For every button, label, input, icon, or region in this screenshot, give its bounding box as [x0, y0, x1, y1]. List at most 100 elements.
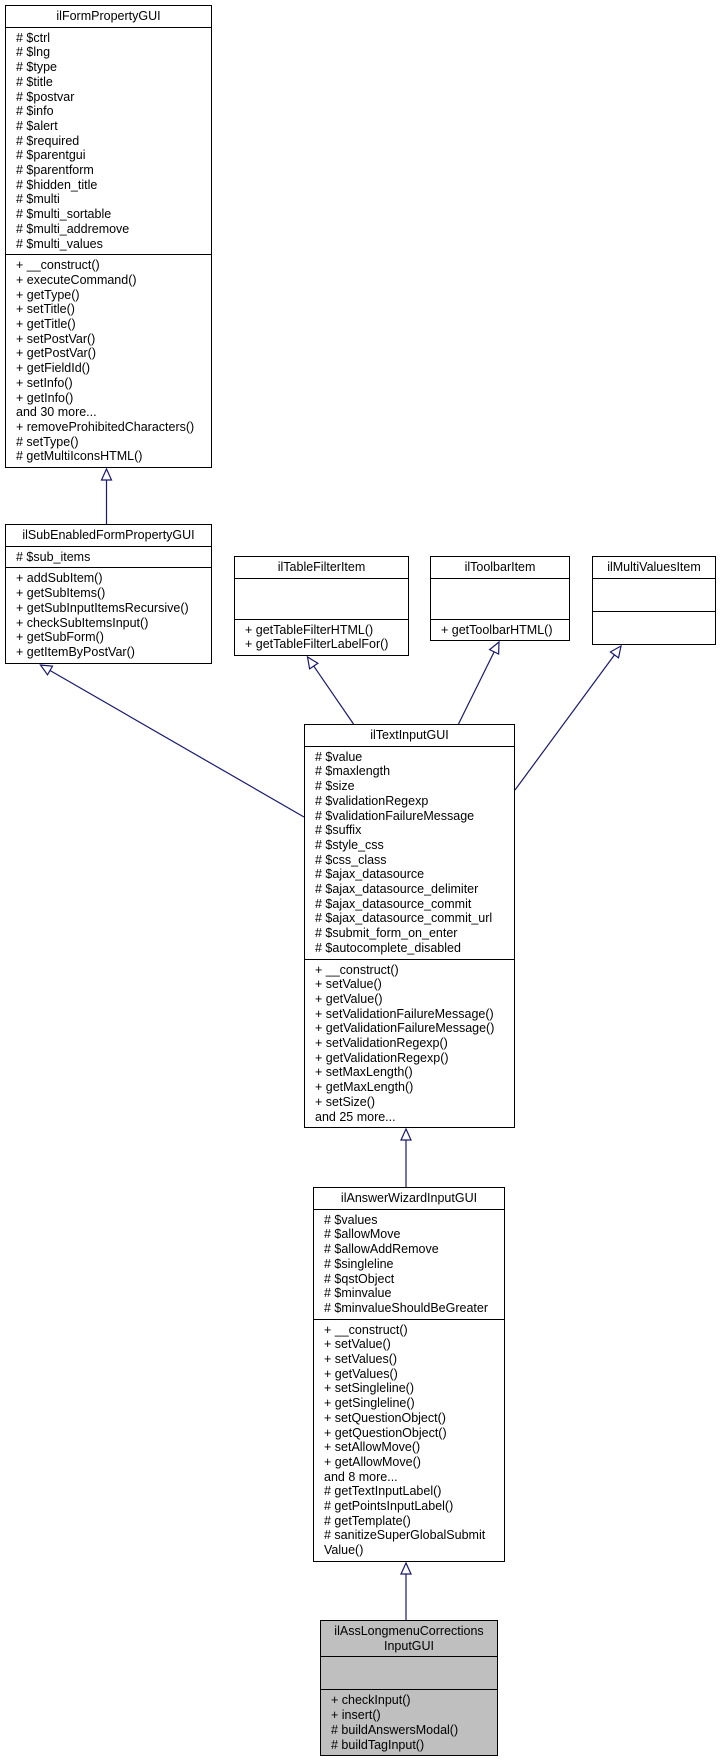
member-line: + checkSubItemsInput() [16, 615, 149, 630]
member-line: # $maxlength [315, 764, 391, 779]
member-line: + setValue() [324, 1337, 391, 1352]
member-line: + getFieldId() [16, 361, 90, 376]
member-line: + setQuestionObject() [324, 1410, 446, 1425]
class-box-ilFormPropertyGUI[interactable]: ilFormPropertyGUI # $ctrl# $lng# $type# … [5, 5, 212, 469]
member-line: + getAllowMove() [324, 1454, 421, 1469]
methods-section: + checkInput()+ insert()# buildAnswersMo… [321, 1690, 497, 1755]
attributes-section: # $value# $maxlength# $size# $validation… [305, 747, 514, 960]
member-line: # $ajax_datasource [315, 867, 425, 882]
attributes-section: # $ctrl# $lng# $type# $title# $postvar# … [6, 28, 211, 256]
member-line: + getInfo() [16, 390, 74, 405]
class-title: ilFormPropertyGUI [6, 6, 211, 28]
member-line: + setValidationFailureMessage() [315, 1006, 494, 1021]
inheritance-arrowhead [400, 1127, 412, 1141]
member-line: + getValues() [324, 1366, 398, 1381]
member-line: # getMultiIconsHTML() [16, 449, 143, 464]
member-line: Value() [324, 1543, 364, 1558]
member-line: # buildAnswersModal() [331, 1722, 459, 1737]
member-line: + setPostVar() [16, 331, 96, 346]
class-box-ilTextInputGUI[interactable]: ilTextInputGUI # $value# $maxlength# $si… [304, 724, 515, 1129]
member-line: + getSubItems() [16, 586, 106, 601]
member-line: # $style_css [315, 837, 384, 852]
member-line: + getSingleline() [324, 1396, 415, 1411]
member-line: # sanitizeSuperGlobalSubmit [324, 1528, 486, 1543]
member-line: + getTableFilterLabelFor() [245, 637, 389, 652]
member-line: + insert() [331, 1708, 381, 1723]
inheritance-arrowhead [306, 655, 319, 670]
class-title: ilSubEnabledFormPropertyGUI [6, 525, 211, 547]
member-line: # $parentform [16, 163, 94, 178]
member-line: # getTemplate() [324, 1513, 411, 1528]
methods-section: + __construct()+ executeCommand()+ getTy… [6, 255, 211, 467]
methods-section: + addSubItem()+ getSubItems()+ getSubInp… [6, 568, 211, 662]
member-line: + getMaxLength() [315, 1080, 414, 1095]
inheritance-arrowhead [609, 644, 622, 659]
member-line: and 30 more... [16, 405, 97, 420]
member-line: # $multi_sortable [16, 207, 112, 222]
class-box-ilTableFilterItem[interactable]: ilTableFilterItem + getTableFilterHTML()… [234, 556, 409, 657]
member-line: + setSize() [315, 1094, 376, 1109]
member-line: + setAllowMove() [324, 1440, 421, 1455]
class-title: ilAnswerWizardInputGUI [314, 1188, 504, 1210]
attributes-section [321, 1657, 497, 1691]
member-line: # setType() [16, 434, 79, 449]
member-line: # $minvalue [324, 1286, 392, 1301]
member-line: # getPointsInputLabel() [324, 1499, 454, 1514]
member-line: + getType() [16, 287, 80, 302]
member-line: + getValidationRegexp() [315, 1050, 449, 1065]
member-line: # $type [16, 60, 58, 75]
member-line: + __construct() [315, 962, 399, 977]
member-line: # $submit_form_on_enter [315, 926, 458, 941]
attributes-section: # $sub_items [6, 547, 211, 569]
member-line: + getValidationFailureMessage() [315, 1021, 495, 1036]
member-line: + executeCommand() [16, 272, 137, 287]
member-line: + removeProhibitedCharacters() [16, 419, 195, 434]
member-line: # buildTagInput() [331, 1737, 425, 1752]
class-title: ilAssLongmenuCorrections InputGUI [321, 1621, 497, 1658]
class-box-ilMultiValuesItem[interactable]: ilMultiValuesItem [592, 556, 716, 645]
member-line: + getToolbarHTML() [441, 622, 553, 637]
class-box-ilToolbarItem[interactable]: ilToolbarItem + getToolbarHTML() [430, 556, 570, 642]
member-line: # $sub_items [16, 549, 91, 564]
member-line: + getSubInputItemsRecursive() [16, 600, 189, 615]
member-line: # $css_class [315, 852, 387, 867]
member-line: # $autocomplete_disabled [315, 940, 461, 955]
attributes-section: # $values# $allowMove# $allowAddRemove# … [314, 1210, 504, 1320]
member-line: # $hidden_title [16, 177, 98, 192]
member-line: + getTableFilterHTML() [245, 622, 374, 637]
member-line: # $values [324, 1212, 378, 1227]
member-line: # $validationFailureMessage [315, 808, 475, 823]
class-box-ilAssLongmenuCorrectionsInputGUI[interactable]: ilAssLongmenuCorrections InputGUI + chec… [320, 1620, 498, 1757]
member-line: # $validationRegexp [315, 793, 429, 808]
edge-wizard-to-textinput [400, 1127, 412, 1187]
methods-section: + __construct()+ setValue()+ setValues()… [314, 1320, 504, 1561]
member-line: # $multi [16, 192, 60, 207]
member-line: # $required [16, 133, 80, 148]
attributes-section [593, 579, 715, 612]
member-line: # $qstObject [324, 1271, 395, 1286]
member-line: + setInfo() [16, 375, 73, 390]
inheritance-arrowhead [100, 467, 113, 481]
member-line: # $postvar [16, 89, 75, 104]
attributes-section [235, 579, 408, 620]
class-box-ilSubEnabledFormPropertyGUI[interactable]: ilSubEnabledFormPropertyGUI # $sub_items… [5, 524, 212, 664]
member-line: + getQuestionObject() [324, 1425, 447, 1440]
member-line: + setTitle() [16, 302, 75, 317]
member-line: + getSubForm() [16, 630, 104, 645]
member-line: # $alert [16, 118, 58, 133]
member-line: and 8 more... [324, 1469, 398, 1484]
member-line: # $info [16, 104, 54, 119]
member-line: + getPostVar() [16, 346, 97, 361]
member-line: and 25 more... [315, 1109, 396, 1124]
methods-section: + getTableFilterHTML()+ getTableFilterLa… [235, 620, 408, 655]
member-line: # $title [16, 74, 53, 89]
member-line: + setSingleline() [324, 1381, 414, 1396]
member-line: # $allowMove [324, 1227, 401, 1242]
class-title: ilTextInputGUI [305, 725, 514, 747]
inheritance-arrowhead [39, 664, 54, 676]
member-line: + setValidationRegexp() [315, 1036, 448, 1051]
member-line: # $multi_addremove [16, 221, 130, 236]
member-line: + getItemByPostVar() [16, 644, 135, 659]
class-box-ilAnswerWizardInputGUI[interactable]: ilAnswerWizardInputGUI # $values# $allow… [313, 1187, 505, 1562]
